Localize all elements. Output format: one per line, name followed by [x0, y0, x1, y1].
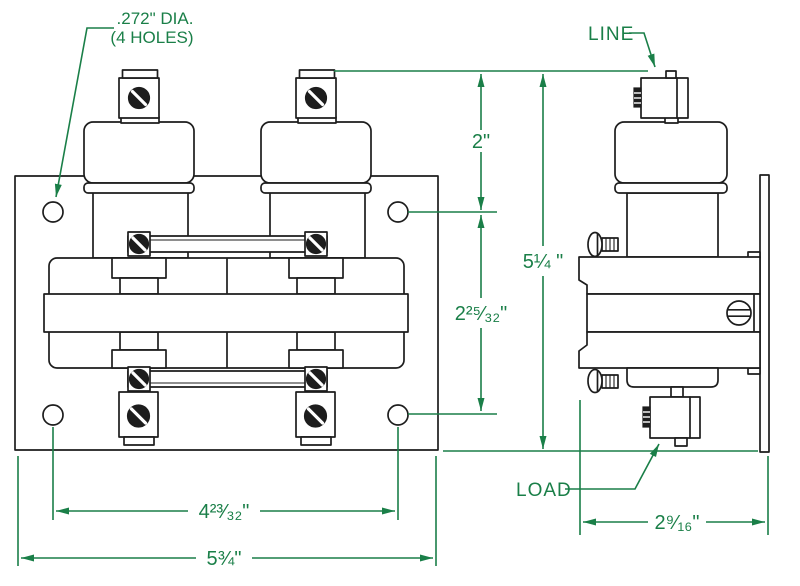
line-leader-arrow: [629, 32, 656, 68]
plate-tab-lower: [747, 367, 761, 375]
bottom-terminal-left: [118, 391, 159, 446]
terminal-screw-edge-icon: [633, 87, 642, 108]
side-screw-upper-icon: [587, 231, 619, 258]
dim-text-5-34: 5¾": [207, 548, 242, 570]
side-insulator-flange: [614, 182, 728, 194]
bottom-terminal-right: [295, 391, 336, 446]
lower-bus-bar: [127, 366, 328, 392]
center-band: [43, 293, 409, 333]
load-leader-arrow: [565, 443, 660, 490]
side-neck-upper: [626, 192, 719, 258]
dim-overall-height: 5¼ ": [523, 74, 563, 449]
dim-terminal-to-hole: 2": [472, 74, 490, 210]
band-screw-icon: [726, 300, 752, 326]
pillar-insulator-body: [260, 121, 372, 184]
terminal-screw-icon: [127, 86, 151, 110]
pillar-insulator-flange: [83, 182, 195, 194]
side-insulator-body: [614, 121, 728, 184]
pillar-terminal-cap: [121, 69, 159, 79]
mounting-hole-top-right: [387, 201, 409, 223]
hole-callout-leader-arrow: [54, 27, 114, 198]
side-flange-lower: [578, 331, 761, 369]
bus-screw-icon: [128, 233, 150, 255]
terminal-screw-icon: [126, 404, 151, 428]
side-view: [578, 70, 770, 453]
side-screw-lower-icon: [587, 368, 619, 394]
hole-callout-line2: (4 HOLES): [110, 28, 193, 47]
dim-overall-width: 5¾": [21, 548, 433, 570]
side-flange-upper: [578, 256, 761, 295]
terminal-screw-edge-icon: [642, 406, 651, 428]
bus-screw-icon: [128, 368, 150, 390]
pillar-insulator-flange: [260, 182, 372, 194]
dim-text-2in: 2": [472, 131, 490, 153]
load-terminal-block: [642, 396, 701, 447]
front-view: [14, 69, 439, 451]
dimension-annotations: .272" DIA. (4 HOLES) 2" 2²⁵⁄₃₂" 5¼ ": [17, 9, 769, 570]
pillar-insulator-body: [83, 121, 195, 184]
load-terminal-label: LOAD: [516, 480, 572, 501]
mounting-hole-bottom-left: [42, 404, 64, 426]
load-terminal-stem: [670, 386, 684, 398]
dim-depth: 2⁹⁄₁₆": [583, 512, 765, 534]
terminal-screw-icon: [303, 404, 328, 428]
dim-text-4-23-32: 4²³⁄₃₂": [199, 501, 250, 523]
dim-text-2-9-16: 2⁹⁄₁₆": [655, 512, 700, 534]
insulator-pillar-right: [260, 69, 372, 259]
side-center-band: [586, 293, 761, 333]
hole-callout-line1: .272" DIA.: [117, 9, 194, 28]
mounting-hole-top-left: [42, 201, 64, 223]
spacer-stack-left: [111, 257, 167, 369]
dim-text-5-14: 5¼ ": [523, 251, 563, 273]
side-neck-lower: [626, 367, 719, 388]
center-body: [43, 257, 409, 369]
upper-bus-bar: [127, 231, 328, 257]
dim-hole-span-vertical: 2²⁵⁄₃₂": [455, 215, 507, 411]
dim-hole-span-horizontal: 4²³⁄₃₂": [56, 501, 395, 523]
insulator-pillar-left: [83, 69, 195, 259]
bus-screw-icon: [305, 233, 327, 255]
mounting-plate-edge: [759, 174, 770, 453]
bus-screw-icon: [305, 368, 327, 390]
dim-text-2-25-32: 2²⁵⁄₃₂": [455, 303, 507, 325]
line-terminal-block: [633, 70, 689, 119]
terminal-screw-icon: [304, 86, 328, 110]
pillar-terminal-cap: [298, 69, 336, 79]
line-terminal-label: LINE: [588, 24, 634, 45]
mounting-hole-bottom-right: [387, 404, 409, 426]
